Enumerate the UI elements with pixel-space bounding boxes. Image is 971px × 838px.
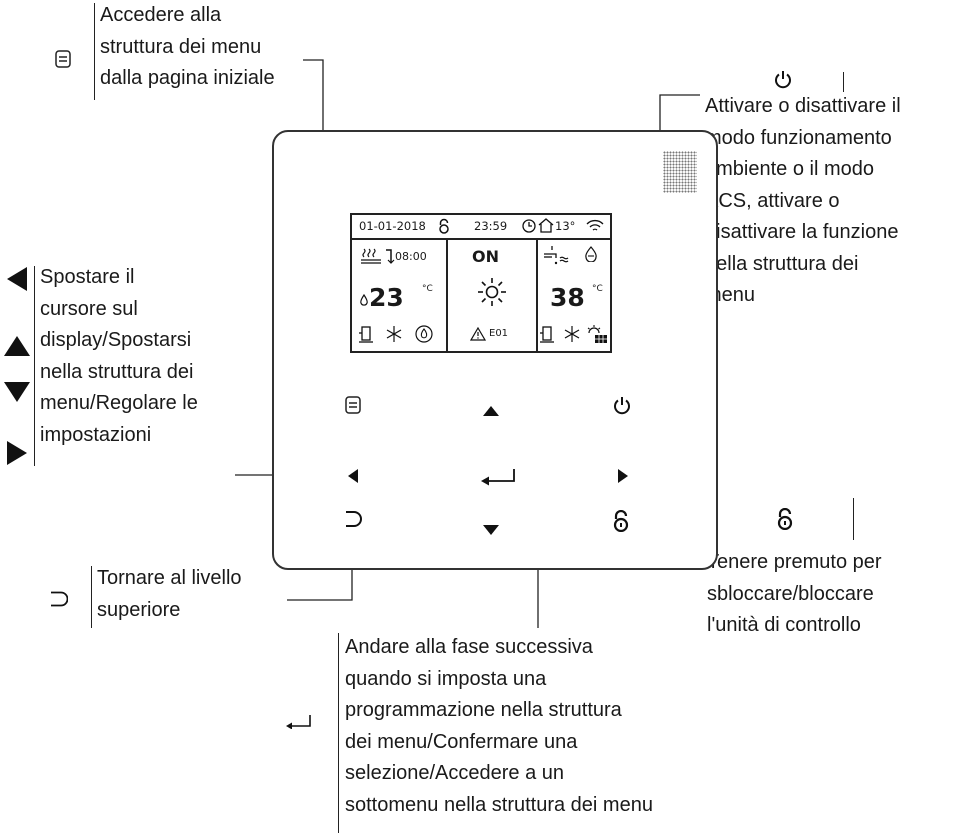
arrows-callout-text: Spostare il cursore sul display/Spostars… <box>40 266 198 446</box>
dhw-temperature: 38 <box>550 283 585 312</box>
menu-callout-text: Accedere alla struttura dei menu dalla p… <box>100 4 275 89</box>
menu-button[interactable] <box>343 394 363 416</box>
dhw-temp-unit: °C <box>592 284 603 294</box>
tap-icon <box>544 246 569 265</box>
unlock-callout-icon <box>775 507 795 535</box>
defrost-icon <box>386 326 402 342</box>
power-callout-bar <box>843 72 844 92</box>
lock-icon <box>439 218 449 234</box>
unlock-icon <box>613 510 629 532</box>
schedule-time: 08:00 <box>395 250 427 263</box>
back-icon <box>51 591 69 607</box>
enter-icon <box>286 715 311 730</box>
unlock-button[interactable] <box>608 508 634 534</box>
up-arrow-callout-icon <box>3 335 31 361</box>
enter-callout-bar <box>338 633 339 833</box>
menu-callout-bar <box>94 3 95 100</box>
solar-icon <box>587 325 607 343</box>
outdoor-temp-text: 13° <box>555 219 576 233</box>
power-icon <box>614 397 630 415</box>
menu-icon <box>55 50 71 68</box>
clock-text: 23:59 <box>474 219 508 233</box>
dhw-column: 38 °C <box>538 240 610 351</box>
left-arrow-callout-icon <box>5 266 29 291</box>
room-temperature: 23 <box>369 283 404 312</box>
enter-callout-text: Andare alla fase successiva quando si im… <box>345 636 653 816</box>
back-button[interactable] <box>342 508 364 530</box>
error-code: E01 <box>489 328 509 339</box>
lcd-screen: 01-01-2018 23:59 13° <box>350 213 612 353</box>
state-column: ON E01 <box>448 240 538 351</box>
defrost-icon-2 <box>564 326 580 342</box>
power-callout-icon <box>773 70 793 95</box>
left-arrow-icon <box>348 469 358 483</box>
up-button[interactable] <box>480 403 502 419</box>
flame-icon <box>415 325 433 343</box>
menu-icon <box>345 396 361 414</box>
enter-callout-icon <box>286 715 312 734</box>
left-button[interactable] <box>345 467 361 485</box>
down-arrow-callout-icon <box>3 381 31 407</box>
speaker-grille <box>663 151 697 193</box>
back-callout-icon <box>50 591 69 612</box>
home-icon <box>538 218 554 233</box>
tank-icon-2 <box>540 326 554 343</box>
right-arrow-icon <box>618 469 628 483</box>
up-arrow-icon <box>483 406 499 416</box>
room-temp-unit: °C <box>422 284 433 294</box>
unlock-icon <box>777 507 793 531</box>
back-callout-bar <box>91 566 92 628</box>
power-button[interactable] <box>609 394 635 418</box>
enter-button[interactable] <box>478 465 520 489</box>
right-button[interactable] <box>615 467 631 485</box>
right-arrow-callout-icon <box>5 440 29 470</box>
warning-icon <box>470 327 486 341</box>
sun-icon <box>478 278 506 306</box>
wifi-icon <box>586 219 604 231</box>
floor-heating-icon <box>361 248 381 264</box>
power-callout-text: Attivare o disattivare il modo funzionam… <box>705 95 901 306</box>
enter-icon <box>481 469 515 486</box>
date-text: 01-01-2018 <box>359 219 426 233</box>
state-text: ON <box>472 247 499 266</box>
menu-callout-icon <box>55 50 71 73</box>
unlock-callout-text: Tenere premuto per sbloccare/bloccare l'… <box>707 551 882 636</box>
sterilize-icon <box>585 246 597 262</box>
back-icon <box>346 511 362 527</box>
down-arrow-icon <box>483 525 499 535</box>
unlock-callout-bar <box>853 498 854 540</box>
schedule-icon <box>386 249 395 264</box>
status-bar: 01-01-2018 23:59 13° <box>352 215 610 240</box>
drop-icon <box>360 294 368 306</box>
clock-icon <box>522 219 536 233</box>
tank-icon <box>359 326 373 343</box>
arrows-callout-bar <box>34 266 35 466</box>
back-callout-text: Tornare al livello superiore <box>97 567 242 621</box>
power-icon <box>775 71 791 89</box>
down-button[interactable] <box>480 522 502 538</box>
room-zone-column: 08:00 23 °C <box>352 240 448 351</box>
